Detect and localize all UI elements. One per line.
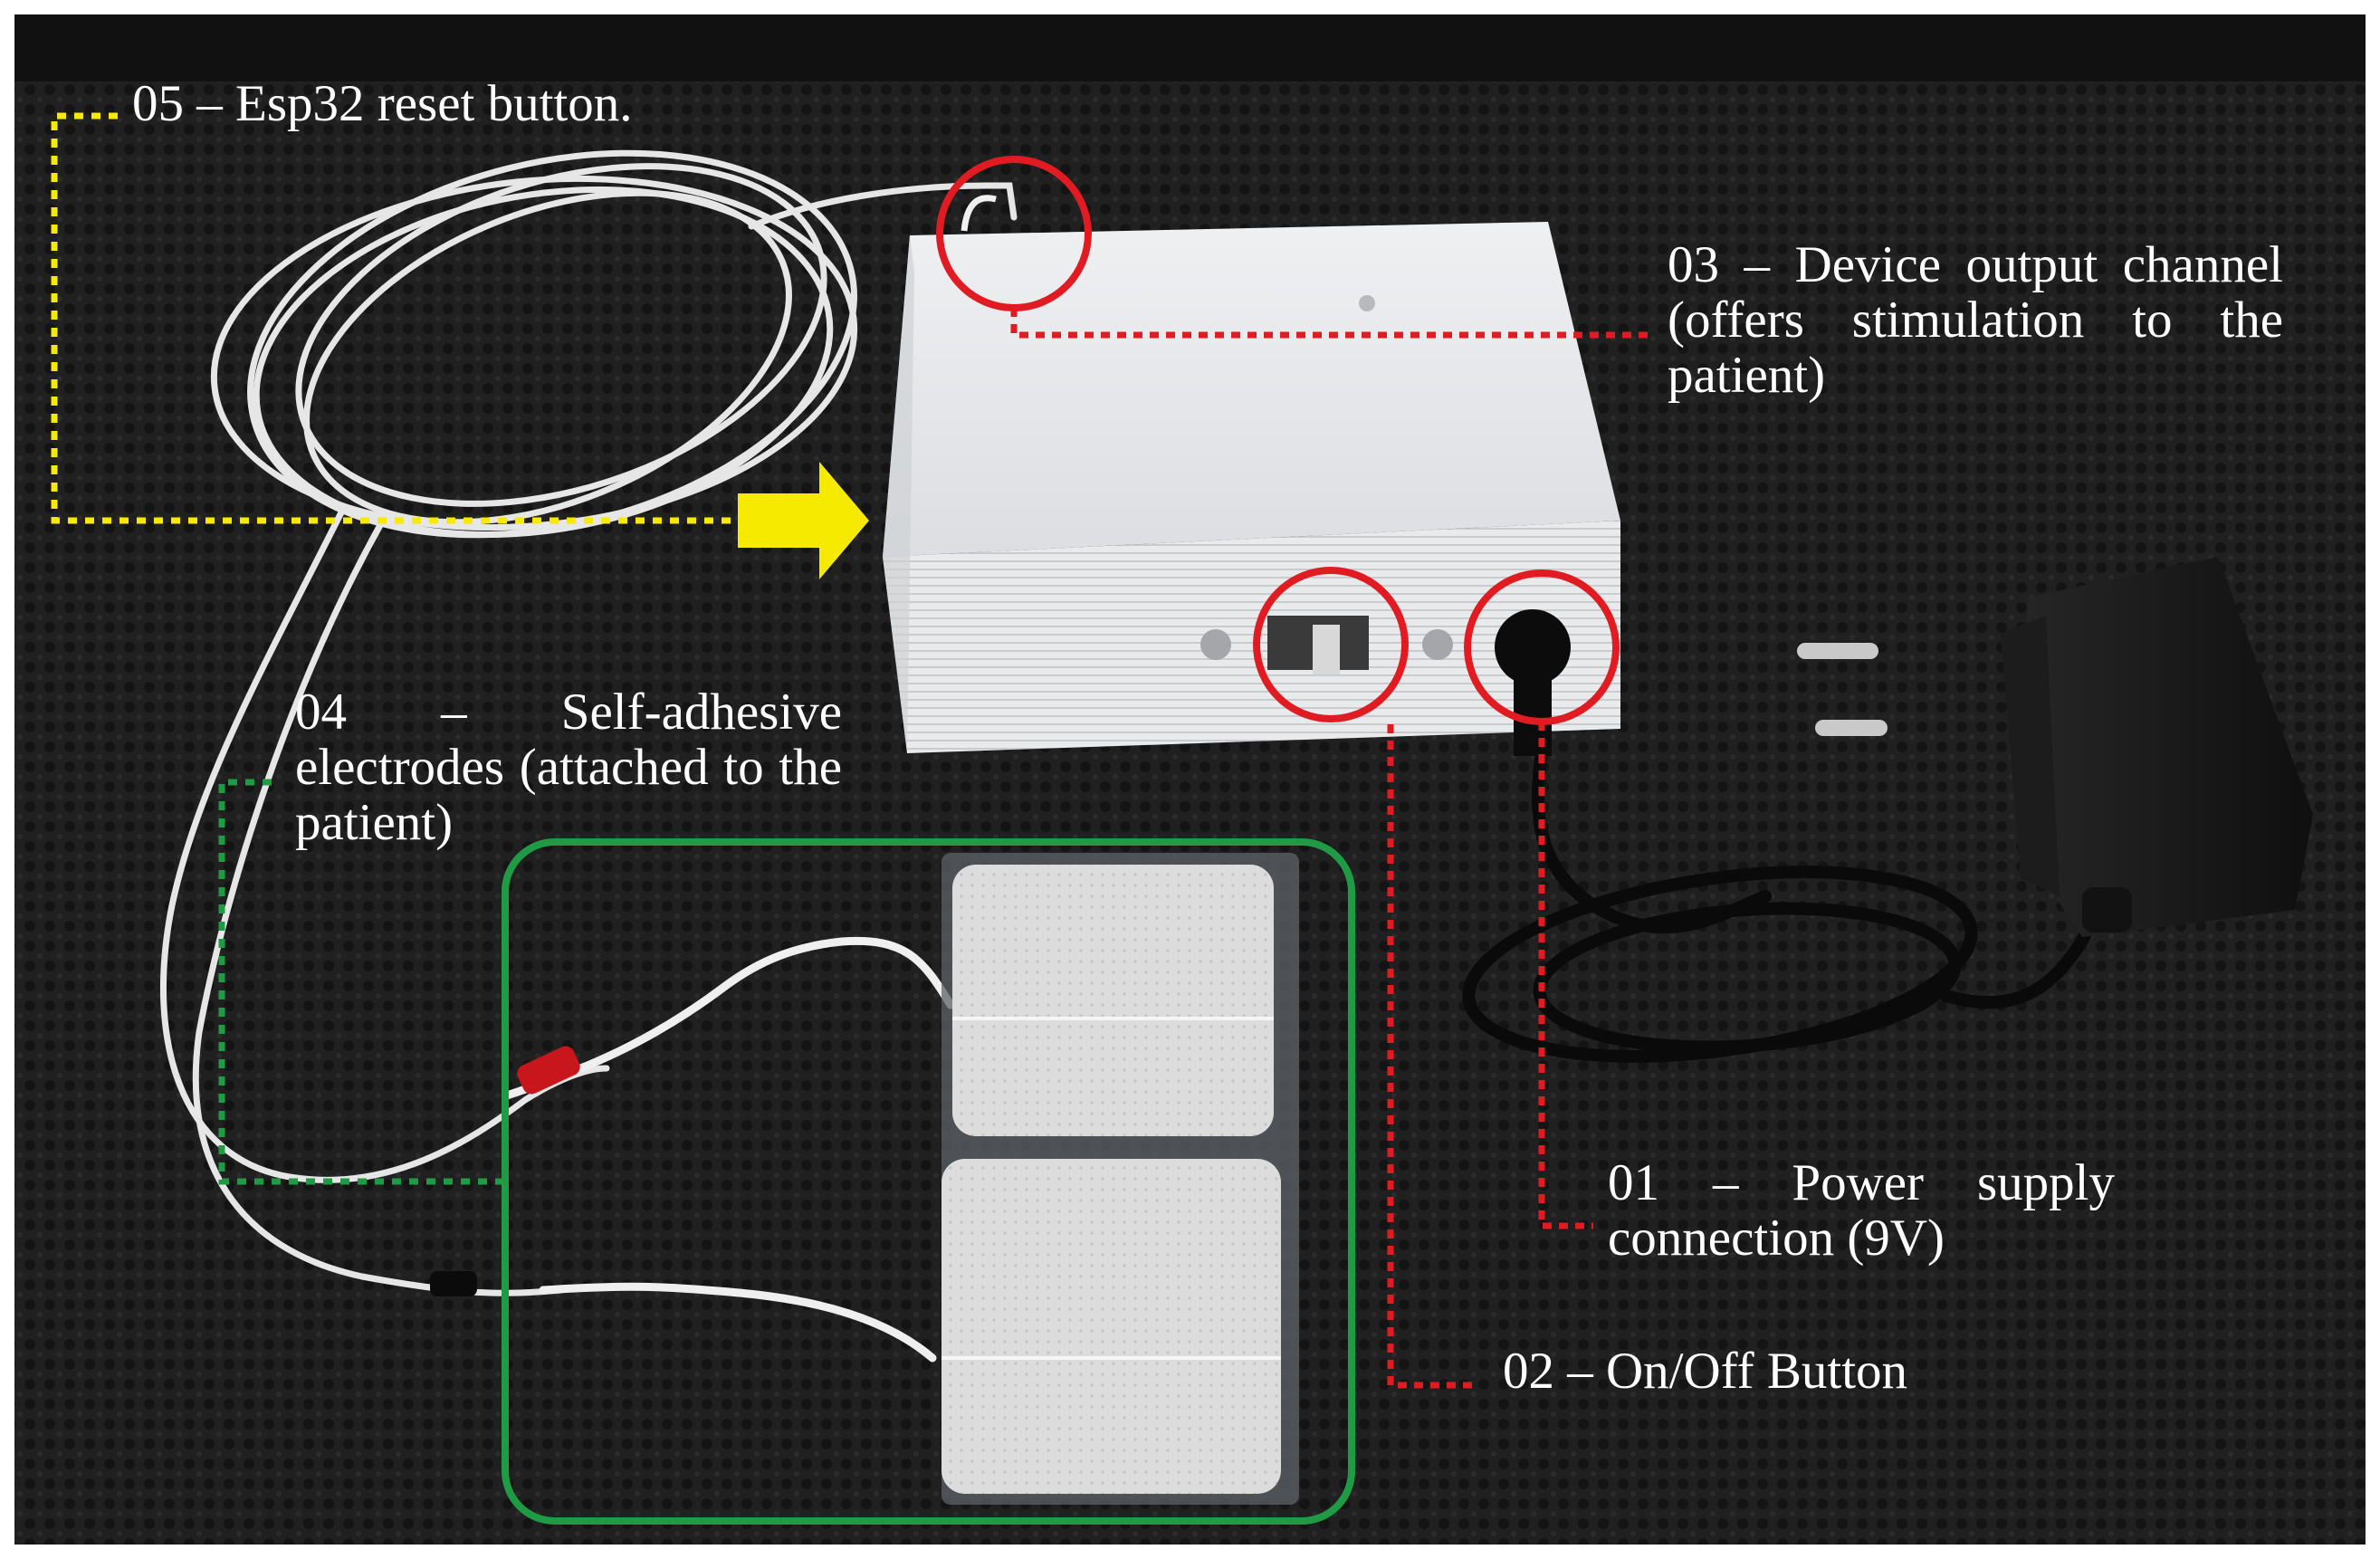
output-channel-label: 03 – Device output channel (offers stimu…	[1668, 236, 2283, 404]
power-adapter	[1797, 557, 2313, 937]
yellow-arrow-icon	[738, 462, 869, 579]
output-channel-leader	[1010, 308, 1648, 339]
electrode-pad-bottom	[941, 1159, 1281, 1494]
black-lead-sleeve	[430, 1271, 477, 1296]
electrode-pad-top	[952, 865, 1274, 1136]
reset-button-label: 05 – Esp32 reset button.	[132, 75, 633, 132]
electrodes-label: 04 – Self-adhesive electrodes (attached …	[295, 684, 842, 851]
power-supply-label: 01 – Power supply connection (9V)	[1608, 1154, 2115, 1267]
white-cable-coil	[160, 149, 1018, 1296]
electrode-leads	[502, 936, 955, 1363]
on-off-switch-toggle	[1313, 625, 1340, 674]
red-lead-sleeve	[517, 1046, 580, 1095]
power-connection-leader	[1538, 722, 1593, 1229]
on-off-button-leader	[1387, 724, 1474, 1389]
reset-marker	[51, 112, 869, 579]
adapter-cable	[1462, 736, 2098, 1063]
device-box	[883, 195, 1620, 756]
on-off-button-label: 02 – On/Off Button	[1503, 1343, 1908, 1400]
electrodes-leader	[218, 779, 505, 1185]
electrodes-outline	[502, 838, 1355, 1525]
on-off-button-circle	[1253, 567, 1409, 722]
